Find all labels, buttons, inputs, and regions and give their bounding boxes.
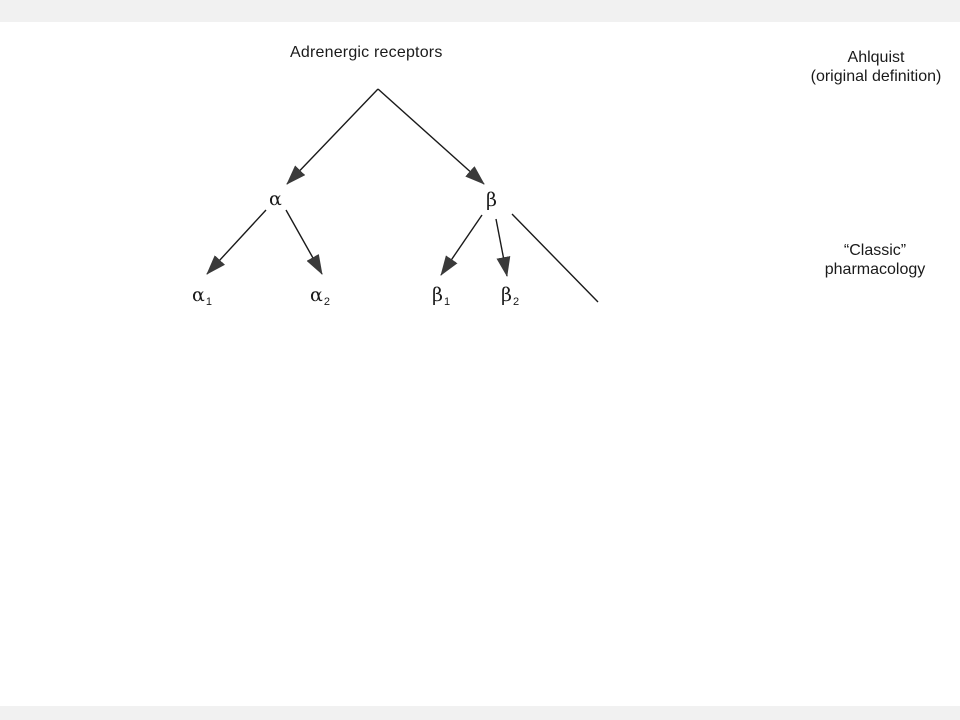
edge-root-beta <box>377 88 485 185</box>
node-beta2-subscript: 2 <box>512 296 520 308</box>
edge-beta-beta2 <box>495 218 511 277</box>
node-alpha2-symbol: α <box>310 284 323 306</box>
node-beta1-symbol: β <box>432 284 443 306</box>
node-alpha2-subscript: 2 <box>323 296 330 308</box>
node-alpha2: α2 <box>310 284 330 308</box>
edge-alpha-alpha1 <box>206 209 267 275</box>
node-alpha: α <box>269 188 282 210</box>
side-label-classic: “Classic” pharmacology <box>800 241 950 279</box>
side-label-ahlquist: Ahlquist (original definition) <box>794 48 958 86</box>
edge-beta-continuation <box>511 213 599 303</box>
node-alpha1-symbol: α <box>192 284 205 306</box>
edge-alpha-alpha2 <box>285 209 323 275</box>
side-label-classic-line2: pharmacology <box>824 261 926 278</box>
node-beta1: β1 <box>432 284 450 308</box>
node-beta: β <box>486 189 497 211</box>
edge-beta-beta1 <box>440 214 483 276</box>
side-label-ahlquist-line1: Ahlquist <box>847 49 905 66</box>
node-beta2: β2 <box>501 284 519 308</box>
edge-root-alpha <box>286 88 379 185</box>
node-alpha1: α1 <box>192 284 212 308</box>
side-label-classic-line1: “Classic” <box>843 242 907 259</box>
node-alpha1-subscript: 1 <box>205 296 212 308</box>
node-beta2-symbol: β <box>501 284 512 306</box>
node-beta1-subscript: 1 <box>443 296 451 308</box>
side-label-ahlquist-line2: (original definition) <box>810 68 942 85</box>
root-label: Adrenergic receptors <box>290 44 443 61</box>
top-edge-band <box>0 0 960 22</box>
bottom-edge-band <box>0 706 960 720</box>
